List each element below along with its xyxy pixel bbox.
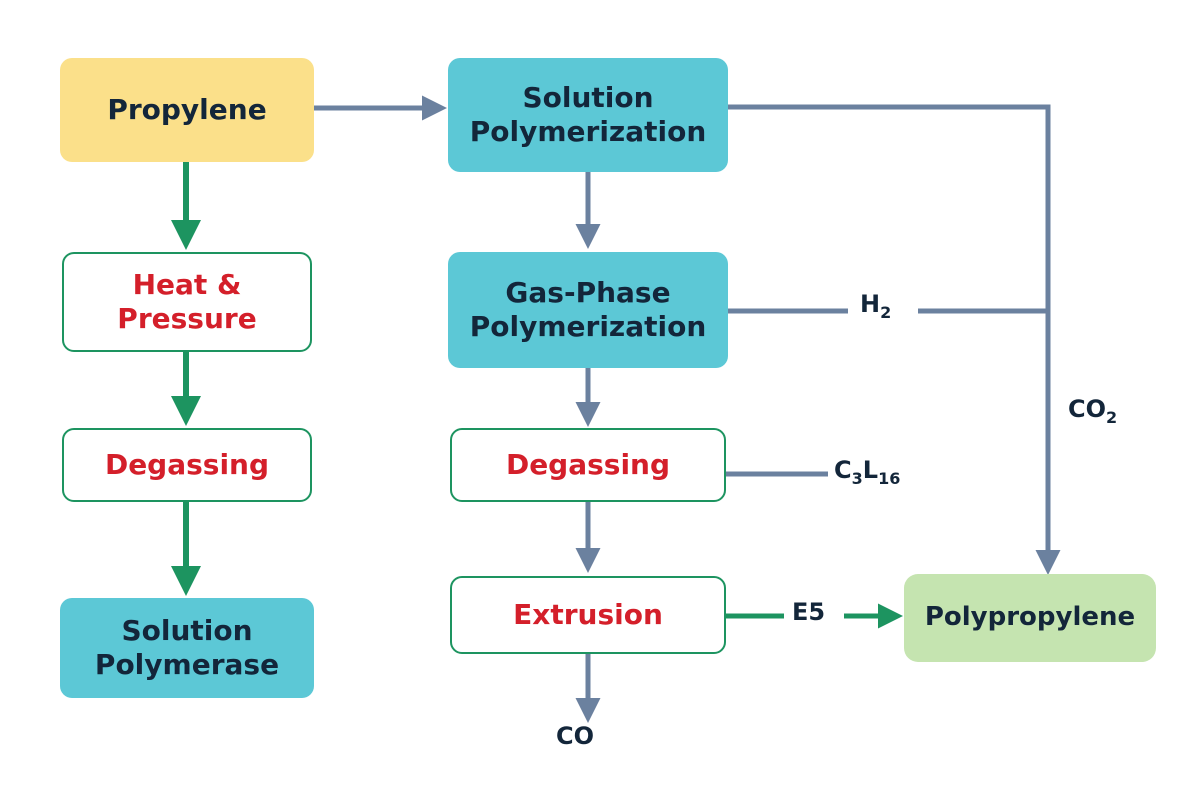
node-propylene-label: Propylene (107, 93, 267, 127)
node-solution-polymerase: Solution Polymerase (60, 598, 314, 698)
label-e5: E5 (792, 598, 826, 626)
label-co: CO (556, 722, 595, 750)
node-polypropylene: Polypropylene (904, 574, 1156, 662)
label-c3l16: C3L16 (834, 456, 901, 488)
node-solution-polymerase-line1: Solution (121, 614, 253, 648)
node-polypropylene-label: Polypropylene (924, 602, 1136, 633)
node-gas-phase-line2: Polymerization (469, 310, 707, 343)
node-gas-phase-line1: Gas-Phase (505, 276, 671, 310)
node-heat-pressure-line1: Heat & (132, 268, 242, 302)
node-degassing-left-label: Degassing (104, 448, 270, 482)
line-solution-to-right (728, 104, 1051, 310)
node-extrusion: Extrusion (450, 576, 726, 654)
label-co2: CO2 (1068, 395, 1118, 427)
node-propylene: Propylene (60, 58, 314, 162)
node-degassing-left: Degassing (62, 428, 312, 502)
node-extrusion-label: Extrusion (513, 598, 663, 632)
node-solution-polymerization-line1: Solution (522, 81, 654, 115)
node-degassing-mid-label: Degassing (505, 448, 671, 482)
node-gas-phase-polymerization: Gas-Phase Polymerization (448, 252, 728, 368)
node-solution-polymerization: Solution Polymerization (448, 58, 728, 172)
node-solution-polymerase-line2: Polymerase (94, 648, 280, 681)
node-degassing-mid: Degassing (450, 428, 726, 502)
node-heat-pressure: Heat & Pressure (62, 252, 312, 352)
node-solution-polymerization-line2: Polymerization (469, 115, 707, 148)
label-h2: H2 (860, 290, 892, 322)
node-heat-pressure-line2: Pressure (117, 302, 257, 335)
